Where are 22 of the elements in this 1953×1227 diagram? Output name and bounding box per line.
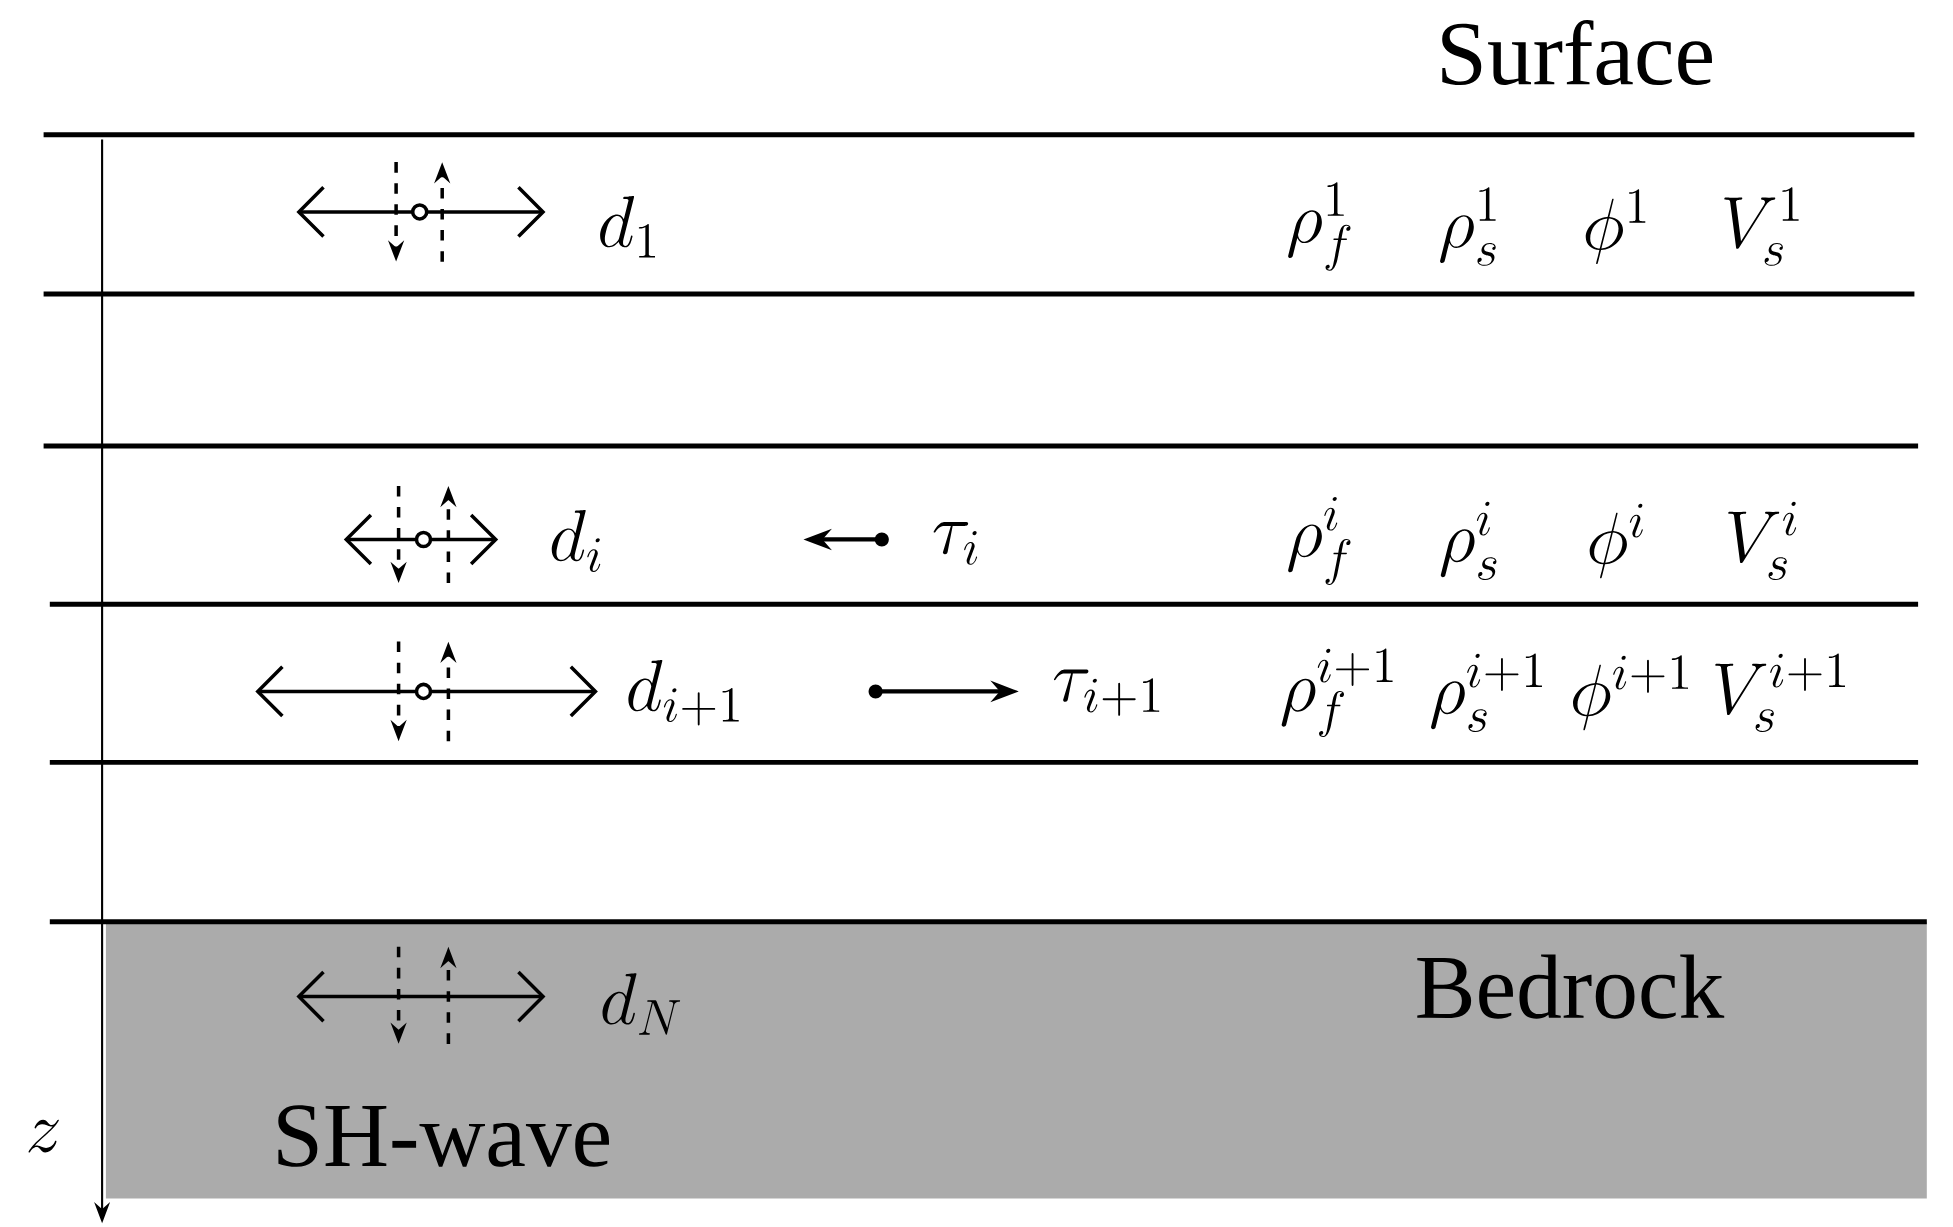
symbol-label: $z$ — [28, 1119, 59, 1153]
symbol-label: $\rho_{s}^{1}$ — [1440, 187, 1496, 266]
symbol-label: $\phi^{i}$ — [1589, 503, 1643, 579]
symbol-label: $\phi^{1}$ — [1585, 189, 1646, 265]
symbol-label: $V_{s}^{1}$ — [1724, 187, 1799, 266]
text-label: Surface — [1442, 19, 1712, 86]
symbol-label: $\rho_{f}^{i}$ — [1288, 496, 1351, 585]
symbol-label: $\rho_{f}^{i+1}$ — [1281, 648, 1393, 737]
symbol-label: $\phi^{i+1}$ — [1573, 655, 1688, 731]
text-label: Bedrock — [1417, 954, 1725, 1019]
symbol-label: $d_{1}$ — [600, 196, 655, 258]
symbol-label: $V_{s}^{i+1}$ — [1715, 653, 1845, 732]
symbol-label: $d_{i}$ — [551, 510, 601, 572]
symbol-label: $\rho_{f}^{1}$ — [1288, 182, 1351, 271]
symbol-label: $d_{N}$ — [602, 973, 681, 1035]
symbol-label: $\rho_{s}^{i}$ — [1440, 501, 1497, 580]
symbol-label: $\rho_{s}^{i+1}$ — [1431, 653, 1542, 732]
symbol-label: $\tau_{i+1}$ — [1053, 669, 1160, 716]
symbol-label: $\tau_{i}$ — [933, 522, 978, 565]
symbol-label: $V_{s}^{i}$ — [1728, 501, 1797, 580]
text-label: SH-wave — [278, 1105, 609, 1167]
symbol-label: $d_{i+1}$ — [628, 660, 739, 726]
